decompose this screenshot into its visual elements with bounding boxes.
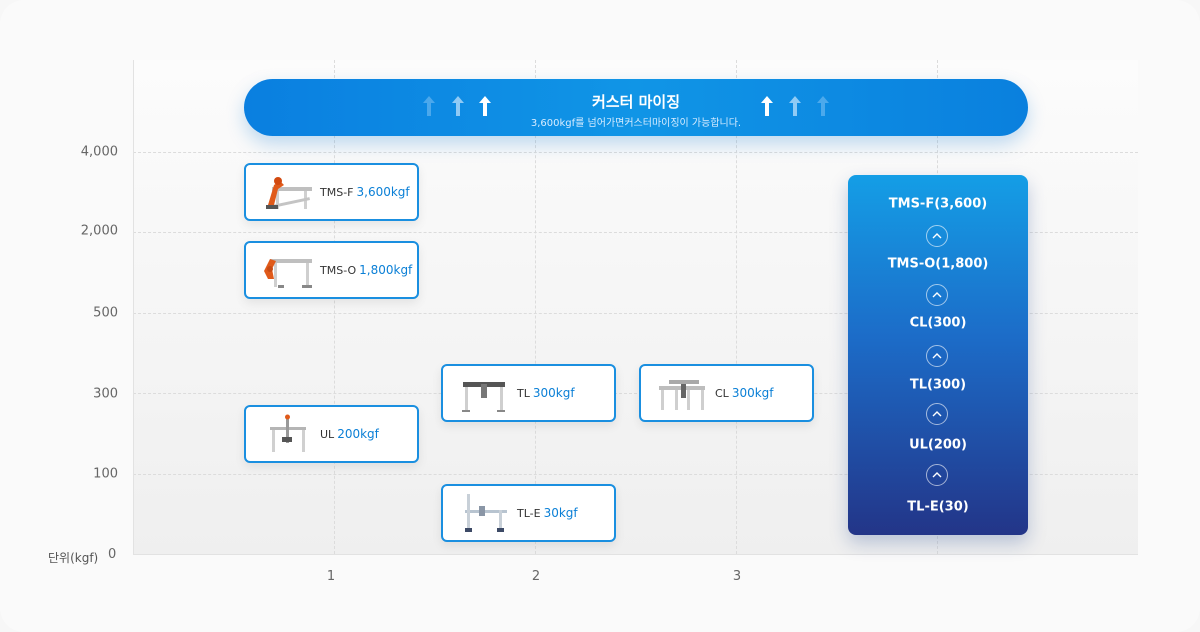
grid-line-y-4000 [133,152,1138,153]
banner-subtitle: 3,600kgf를 넘어가면커스터마이징이 가능합니다. [530,118,742,129]
chevron-up-icon [926,464,948,486]
up-arrow-icon [816,95,830,117]
y-tick-label: 500 [93,305,118,321]
up-arrow-icon [422,95,436,117]
up-arrow-icon [478,95,492,117]
chevron-up-icon [926,403,948,425]
grid-line-y-500 [133,313,1138,314]
y-axis-line [133,60,134,554]
up-arrow-icon [760,95,774,117]
grid-line-y-2000 [133,232,1138,233]
grid-line-y-300 [133,393,1138,394]
ranking-item: UL(200) [909,437,967,453]
robot-gantry-image [462,382,505,412]
y-tick-label: 2,000 [80,223,118,239]
grid-line-x-3 [736,60,737,554]
robot-gantry-image [266,177,312,209]
ranking-item: TL(300) [909,377,967,393]
y-tick-label: 300 [93,386,118,402]
chevron-up-icon [926,225,948,247]
x-axis-line [133,554,1138,555]
y-tick-label: 0 [108,547,117,562]
y-tick-label: 4,000 [80,144,118,160]
grid-line-x-2 [535,60,536,554]
robot-gantry-image [465,494,507,532]
up-arrow-icon [788,95,802,117]
y-axis-unit-label: 단위(kgf) [48,551,99,565]
x-tick-label: 2 [531,569,541,584]
chevron-up-icon [926,284,948,306]
chevron-up-icon [926,345,948,367]
grid-line-x-1 [334,60,335,554]
robot-gantry-image [264,259,312,288]
y-tick-label: 100 [93,466,118,482]
ranking-item: TMS-O(1,800) [887,256,989,272]
robot-gantry-image [270,414,306,452]
ranking-item: TMS-F(3,600) [888,196,988,212]
x-tick-label: 1 [326,569,336,584]
robot-gantry-image [659,380,705,410]
grid-line-y-100 [133,474,1138,475]
up-arrow-icon [451,95,465,117]
customizing-banner: 커스터 마이징 3,600kgf를 넘어가면커스터마이징이 가능합니다. [244,79,1028,136]
banner-title: 커스터 마이징 [591,93,681,111]
ranking-item: TL-E(30) [907,499,969,515]
capacity-ranking-panel: TMS-F(3,600) TMS-O(1,800) CL(300) TL(300… [848,175,1028,535]
x-tick-label: 3 [732,569,742,584]
ranking-item: CL(300) [909,315,967,331]
